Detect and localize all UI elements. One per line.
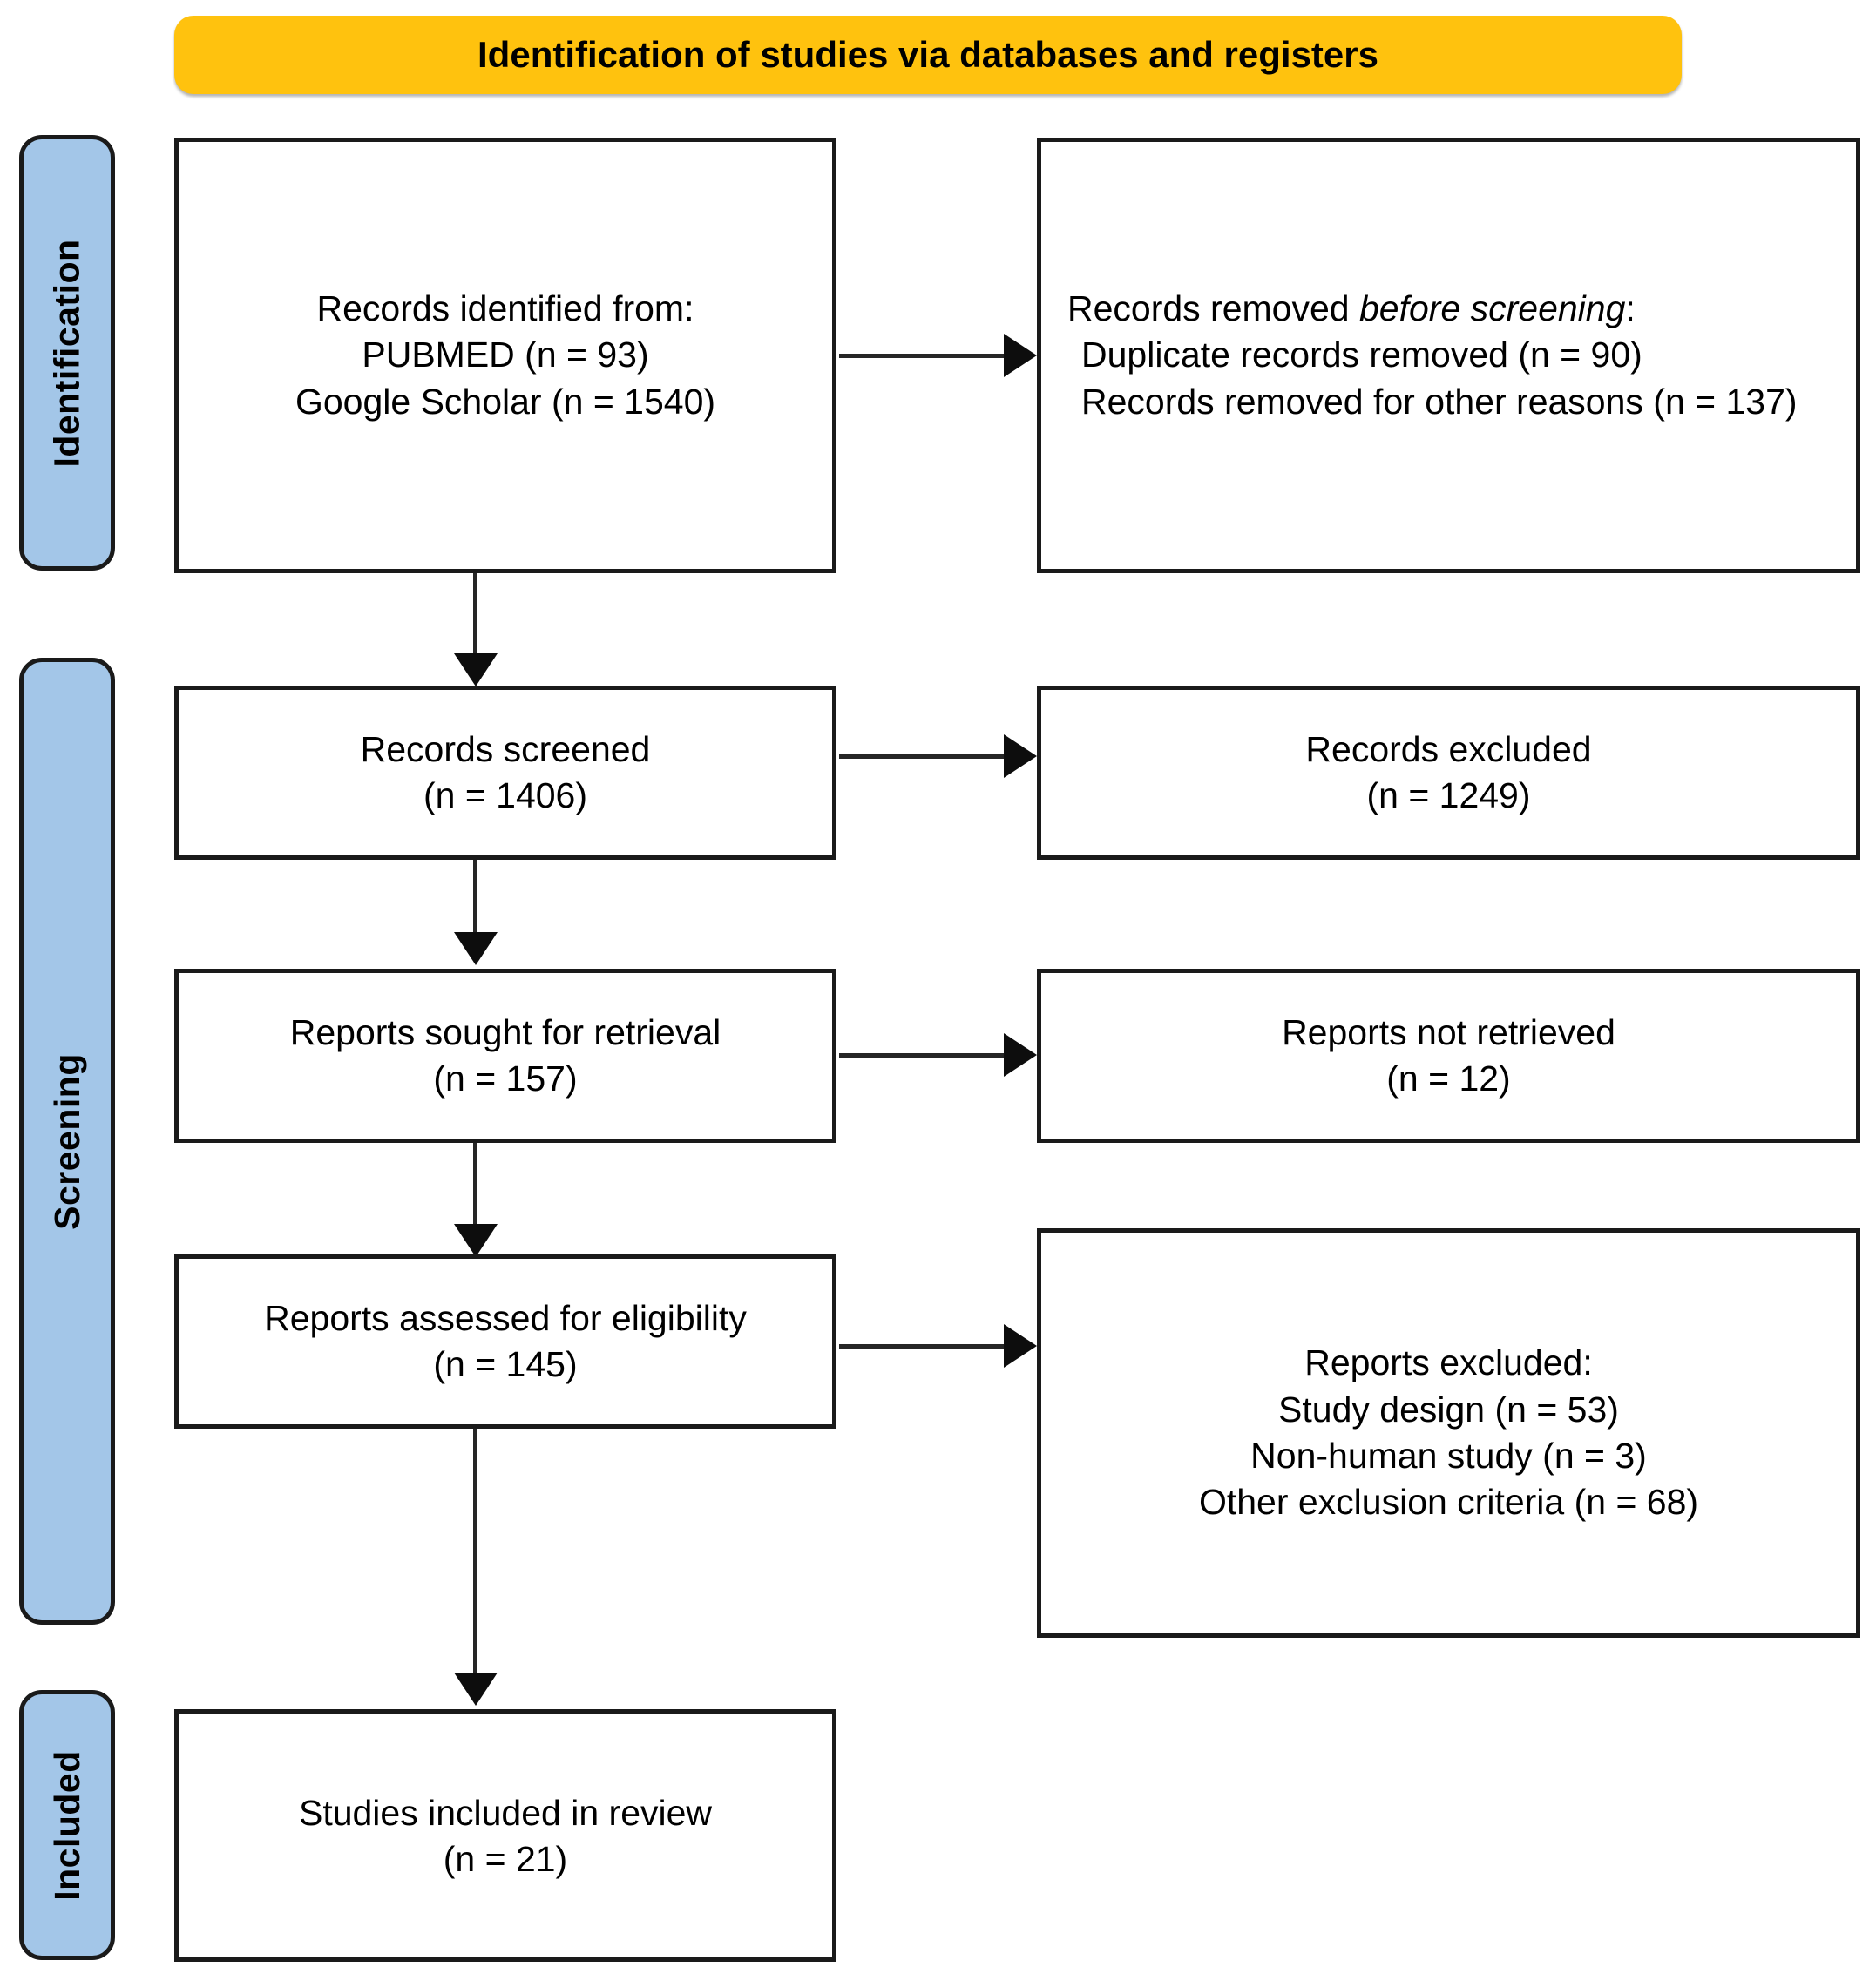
diagram-title: Identification of studies via databases … [477,34,1378,75]
reports-sought-line-1: Reports sought for retrieval [289,1011,721,1052]
records-screened-line-1: Records screened [360,728,651,769]
records-excluded-line-2: (n = 1249) [1366,775,1531,815]
box-reports-excluded: Reports excluded: Study design (n = 53) … [1037,1228,1860,1638]
records-removed-other-reasons: Records removed for other reasons (n = 1… [1081,381,1798,422]
reports-sought-line-2: (n = 157) [433,1058,578,1099]
reports-excluded-line-2: Study design (n = 53) [1278,1389,1619,1430]
phase-label-included: Included [19,1690,115,1960]
box-studies-included: Studies included in review (n = 21) [174,1709,836,1962]
records-identified-line-1: Records identified from: [316,288,694,329]
reports-excluded-line-4: Other exclusion criteria (n = 68) [1198,1482,1699,1523]
records-removed-heading-suffix: : [1625,288,1636,329]
records-removed-heading-prefix: Records removed [1067,288,1359,329]
connector-identified-to-removed-arrowhead [1004,334,1037,377]
phase-label-identification-text: Identification [46,238,87,468]
studies-included-line-1: Studies included in review [298,1793,713,1833]
connector-screened-to-sought-arrowhead [454,932,498,965]
box-records-removed-before-screening: Records removed before screening: Duplic… [1037,138,1860,573]
box-reports-sought: Reports sought for retrieval (n = 157) [174,969,836,1143]
connector-sought-to-assessed-line [473,1143,477,1239]
connector-assessed-to-reports-excluded-line [839,1344,1013,1349]
phase-label-screening: Screening [19,658,115,1625]
connector-sought-to-assessed-arrowhead [454,1224,498,1257]
reports-assessed-line-2: (n = 145) [433,1344,578,1384]
records-removed-heading: Records removed before screening: [1041,286,1662,332]
connector-identified-to-screened-line [473,573,477,669]
phase-label-screening-text: Screening [46,1052,87,1230]
connector-sought-to-not-retrieved-line [839,1053,1013,1058]
records-excluded-line-1: Records excluded [1305,728,1592,769]
box-records-identified: Records identified from: PUBMED (n = 93)… [174,138,836,573]
box-reports-not-retrieved: Reports not retrieved (n = 12) [1037,969,1860,1143]
phase-label-included-text: Included [46,1749,87,1901]
box-records-screened: Records screened (n = 1406) [174,686,836,860]
diagram-title-banner: Identification of studies via databases … [174,16,1682,94]
connector-assessed-to-reports-excluded-arrowhead [1004,1324,1037,1368]
connector-identified-to-removed-line [839,354,1013,358]
connector-screened-to-excluded-line [839,754,1013,759]
connector-sought-to-not-retrieved-arrowhead [1004,1033,1037,1077]
reports-excluded-line-1: Reports excluded: [1304,1342,1593,1383]
records-screened-line-2: (n = 1406) [423,775,588,815]
studies-included-line-2: (n = 21) [443,1839,568,1880]
records-removed-heading-emphasis: before screening [1358,288,1626,329]
phase-label-identification: Identification [19,135,115,571]
connector-identified-to-screened-arrowhead [454,653,498,686]
connector-assessed-to-included-arrowhead [454,1673,498,1706]
records-removed-duplicates: Duplicate records removed (n = 90) [1081,335,1642,375]
records-identified-line-3: Google Scholar (n = 1540) [295,381,716,422]
connector-screened-to-sought-line [473,860,477,947]
reports-not-retrieved-line-2: (n = 12) [1386,1058,1511,1099]
reports-excluded-line-3: Non-human study (n = 3) [1250,1436,1647,1476]
reports-not-retrieved-line-1: Reports not retrieved [1282,1011,1615,1052]
connector-assessed-to-included-line [473,1429,477,1681]
reports-assessed-line-1: Reports assessed for eligibility [264,1297,747,1338]
records-identified-line-2: PUBMED (n = 93) [362,335,649,375]
connector-screened-to-excluded-arrowhead [1004,734,1037,778]
box-reports-assessed: Reports assessed for eligibility (n = 14… [174,1254,836,1429]
box-records-excluded: Records excluded (n = 1249) [1037,686,1860,860]
